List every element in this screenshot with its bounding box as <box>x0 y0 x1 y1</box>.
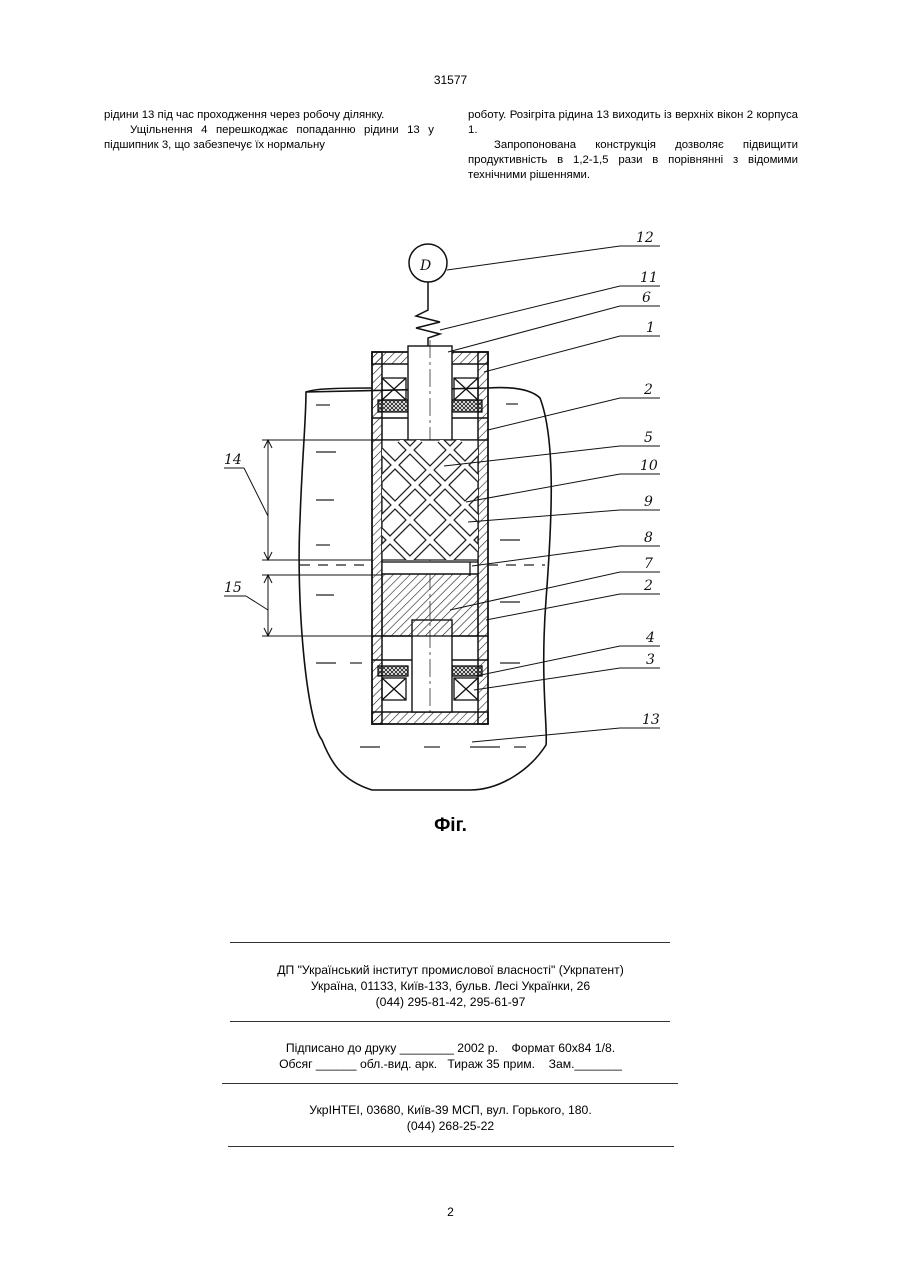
label-13: 13 <box>642 712 660 728</box>
label-8: 8 <box>644 530 653 546</box>
header-page-number: 31577 <box>0 73 901 87</box>
left-paragraph-2: Ущільнення 4 перешкоджає попаданню рідин… <box>104 123 434 153</box>
printer-line-1: УкрІНТЕІ, 03680, Київ-39 МСП, вул. Горьк… <box>0 1102 901 1118</box>
label-2-lower: 2 <box>643 578 653 594</box>
printer-line-2: (044) 268-25-22 <box>0 1118 901 1134</box>
footer-divider-3 <box>222 1083 678 1084</box>
label-2-upper: 2 <box>643 382 653 398</box>
print-line-1: Підписано до друку ________ 2002 р. Форм… <box>0 1040 901 1056</box>
publisher-line-1: ДП "Український інститут промислової вла… <box>0 962 901 978</box>
rotor-disk <box>382 562 478 636</box>
right-paragraph-2: Запропонована конструкція дозволяє підви… <box>468 138 798 183</box>
label-4: 4 <box>645 630 655 646</box>
left-paragraph-1: рідини 13 під час проходження через робо… <box>104 108 434 123</box>
print-info-block: Підписано до друку ________ 2002 р. Форм… <box>0 1040 901 1072</box>
technical-drawing: D 12 11 6 1 2 5 10 9 8 7 <box>200 222 720 802</box>
label-6: 6 <box>642 290 651 306</box>
working-packing <box>370 440 490 560</box>
footer-divider-4 <box>228 1146 674 1147</box>
footer-divider-1 <box>230 942 670 943</box>
printer-block: УкрІНТЕІ, 03680, Київ-39 МСП, вул. Горьк… <box>0 1102 901 1134</box>
print-line-2: Обсяг ______ обл.-вид. арк. Тираж 35 при… <box>0 1056 901 1072</box>
figure-caption: Фіг. <box>0 815 901 837</box>
motor-symbol: D <box>419 258 431 274</box>
left-text-column: рідини 13 під час проходження через робо… <box>104 108 434 153</box>
label-12: 12 <box>636 230 654 246</box>
footer-divider-2 <box>230 1021 670 1022</box>
label-7: 7 <box>644 556 653 572</box>
label-1: 1 <box>646 320 655 336</box>
right-text-column: роботу. Розігріта рідина 13 виходить із … <box>468 108 798 183</box>
label-9: 9 <box>644 494 653 510</box>
footer-page-number: 2 <box>0 1205 901 1219</box>
label-10: 10 <box>640 458 658 474</box>
right-paragraph-1: роботу. Розігріта рідина 13 виходить із … <box>468 108 798 138</box>
publisher-line-2: Україна, 01133, Київ-133, бульв. Лесі Ук… <box>0 978 901 994</box>
publisher-line-3: (044) 295-81-42, 295-61-97 <box>0 994 901 1010</box>
publisher-block: ДП "Український інститут промислової вла… <box>0 962 901 1010</box>
label-11: 11 <box>640 270 658 286</box>
label-15: 15 <box>224 580 242 596</box>
label-14: 14 <box>224 452 242 468</box>
label-5: 5 <box>644 430 653 446</box>
label-3: 3 <box>646 652 655 668</box>
